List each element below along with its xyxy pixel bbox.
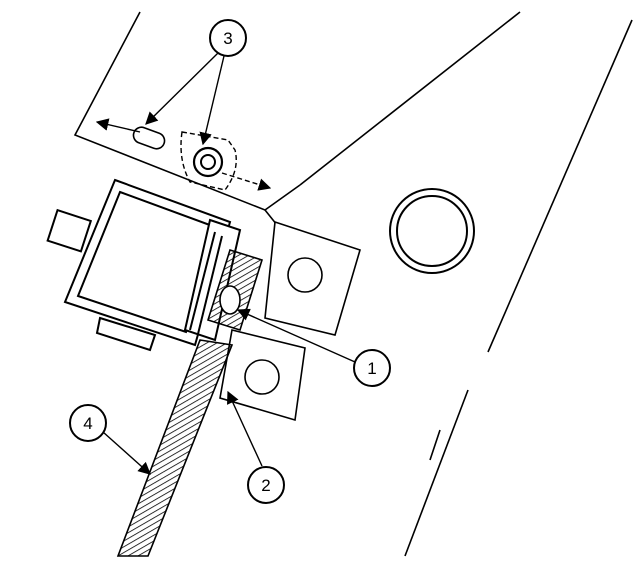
switch-body — [46, 178, 242, 352]
leader-lines — [102, 52, 356, 475]
mounting-hole — [389, 188, 475, 274]
adjustment-arrows — [95, 118, 272, 191]
cable — [116, 339, 234, 557]
callout-1: 1 — [353, 349, 391, 387]
panel-edges — [404, 19, 633, 557]
plunger-connector — [206, 248, 264, 332]
callout-2-label: 2 — [261, 476, 270, 495]
adjust-screw — [180, 131, 237, 191]
callout-1-label: 1 — [367, 359, 376, 378]
callout-3: 3 — [209, 19, 247, 57]
callout-4: 4 — [69, 404, 107, 442]
callout-4-label: 4 — [83, 414, 92, 433]
terminal-tab-lower — [219, 329, 306, 422]
slot-hole — [132, 126, 166, 150]
terminal-tab-upper — [264, 220, 361, 336]
callout-2: 2 — [247, 466, 285, 504]
callout-3-label: 3 — [223, 29, 232, 48]
